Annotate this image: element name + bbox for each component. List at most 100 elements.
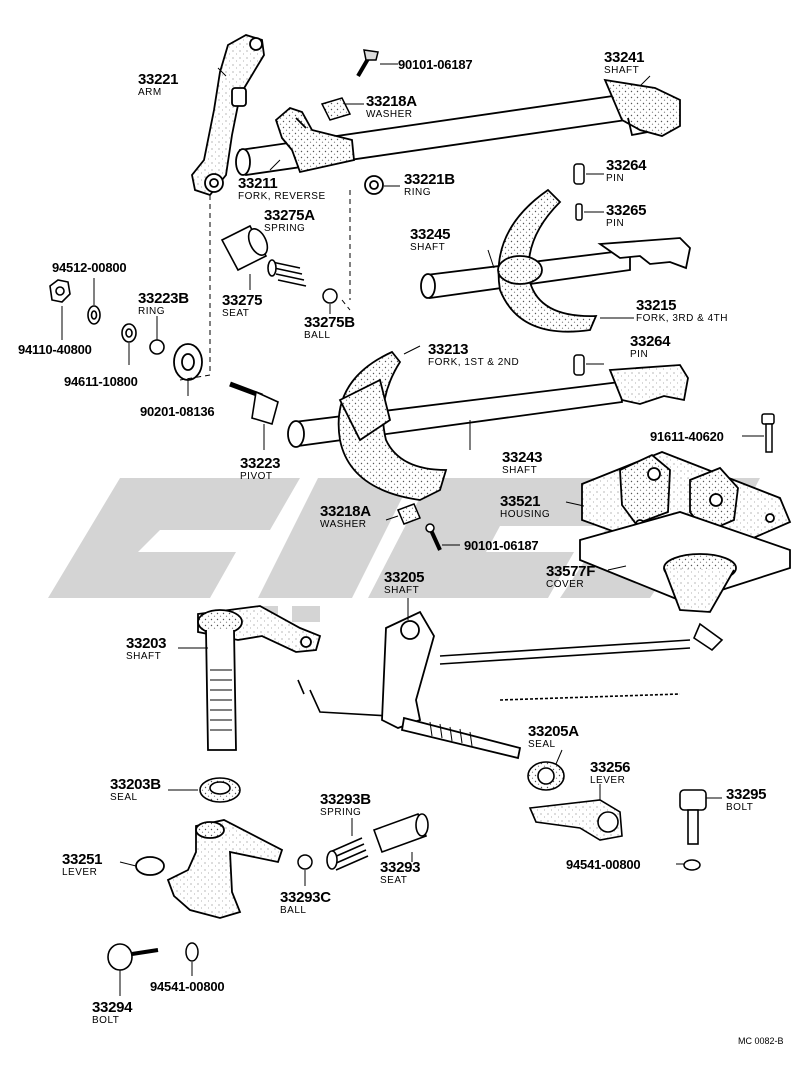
shaft-33205-drawing — [381, 610, 522, 760]
part-label-33245: 33245 SHAFT — [410, 227, 451, 253]
part-label-94541-00800-right: 94541-00800 — [566, 857, 641, 872]
lever-33251-drawing — [135, 819, 284, 919]
spring-33293b-drawing — [326, 837, 369, 871]
part-name: SHAFT — [410, 242, 446, 253]
part-label-33521: 33521 HOUSING — [500, 494, 550, 520]
part-number: 33577F — [546, 563, 596, 580]
fork-reverse-33211-drawing — [274, 106, 355, 174]
part-name: PIN — [606, 173, 625, 184]
part-label-91611-40620: 91611-40620 — [650, 429, 724, 444]
ball-33293c-drawing — [297, 854, 313, 870]
cover-33577f-drawing — [579, 511, 791, 613]
part-number: 33218A — [366, 93, 417, 110]
leader-lines — [61, 63, 764, 996]
part-name: PIVOT — [240, 471, 273, 482]
ring-33223b-drawing — [149, 339, 165, 355]
lever-33256-drawing — [528, 799, 623, 841]
part-label-33577f: 33577F COVER — [546, 564, 595, 590]
nut-94110-drawing — [49, 279, 71, 303]
fork-3rd-4th-33215-drawing — [497, 188, 598, 333]
bolt-91611-drawing — [761, 413, 775, 453]
washer-90201-drawing — [173, 343, 203, 381]
part-label-33221: 33221 ARM — [138, 71, 179, 98]
seal-33203b-drawing — [199, 777, 241, 803]
seal-33205a-drawing — [527, 761, 565, 791]
part-name: LEVER — [62, 867, 98, 878]
seat-33293-drawing — [372, 812, 429, 854]
part-label-90201-08136: 90201-08136 — [140, 404, 215, 419]
part-label-33213: 33213 FORK, 1ST & 2ND — [428, 342, 519, 368]
part-number: 33221B — [404, 171, 455, 188]
part-label-33251: 33251 LEVER — [62, 852, 103, 878]
part-number: 33264 — [630, 333, 671, 350]
part-label-90101-06187-lower: 90101-06187 — [464, 538, 539, 553]
part-number: 33205 — [384, 569, 425, 586]
part-number: 33295 — [726, 786, 767, 803]
part-name: SHAFT — [126, 651, 162, 662]
dashed-assembly-lines — [179, 190, 351, 381]
part-number: 33264 — [606, 157, 647, 174]
part-label-33265: 33265 PIN — [606, 202, 647, 229]
part-label-33211: 33211 FORK, REVERSE — [238, 176, 326, 202]
shift-rod-drawing — [297, 622, 724, 717]
part-label-33264-lower: 33264 PIN — [630, 333, 671, 360]
part-label-33275: 33275 SEAT — [222, 292, 263, 319]
part-label-33203: 33203 SHAFT — [126, 636, 167, 662]
bolt-33295-drawing — [679, 789, 707, 845]
part-name: BOLT — [92, 1015, 120, 1026]
part-name: RING — [404, 187, 431, 198]
part-name: LEVER — [590, 775, 626, 786]
part-label-33293c: 33293C BALL — [280, 890, 331, 916]
part-number: 33205A — [528, 723, 579, 740]
ball-33275b-drawing — [322, 288, 338, 304]
part-name: FORK, 3RD & 4TH — [636, 313, 728, 324]
part-number: 33215 — [636, 297, 677, 314]
washer-94541-lower-drawing — [185, 942, 199, 962]
part-number: 33256 — [590, 759, 631, 776]
fork-1st-2nd-33213-drawing — [337, 350, 448, 501]
part-label-94541-00800-lower: 94541-00800 — [150, 979, 225, 994]
part-number: 33293C — [280, 889, 331, 906]
part-name: SEAL — [110, 792, 138, 803]
part-label-94611-10800: 94611-10800 — [64, 374, 138, 389]
part-number: 33221 — [138, 71, 179, 88]
part-number: 33223 — [240, 455, 281, 472]
part-number: 33293 — [380, 859, 421, 876]
part-label-33205: 33205 SHAFT — [384, 569, 425, 596]
part-number: 33275 — [222, 292, 263, 309]
part-name: HOUSING — [500, 509, 551, 520]
part-label-33215: 33215 FORK, 3RD & 4TH — [636, 298, 728, 324]
part-label-94110-40800: 94110-40800 — [18, 342, 92, 357]
bolt-90101-lower-drawing — [425, 523, 442, 551]
part-number: 33203B — [110, 776, 161, 793]
part-number: 33211 — [238, 175, 278, 192]
part-number: 33265 — [606, 202, 647, 219]
part-name: SHAFT — [384, 585, 420, 596]
part-name: WASHER — [320, 519, 367, 530]
part-name: SHAFT — [604, 65, 640, 76]
part-number: 33275A — [264, 207, 315, 224]
seat-33275-drawing — [220, 224, 269, 272]
figure-code: MC 0082-B — [738, 1036, 784, 1046]
part-name: BALL — [280, 905, 307, 916]
part-label-33218a-lower: 33218A WASHER — [320, 504, 371, 530]
part-name: SPRING — [264, 223, 306, 234]
washer-94512-drawing — [87, 305, 101, 325]
spring-33275a-drawing — [267, 259, 307, 287]
part-name: SPRING — [320, 807, 362, 818]
part-name: SEAL — [528, 739, 556, 750]
part-number: 33275B — [304, 314, 355, 331]
part-name: FORK, REVERSE — [238, 191, 326, 202]
part-number: 33294 — [92, 999, 133, 1016]
part-number: 33243 — [502, 449, 543, 466]
washer-33218a-lower-drawing — [397, 503, 421, 525]
part-name: COVER — [546, 579, 585, 590]
part-name: RING — [138, 306, 165, 317]
part-label-90101-06187-top: 90101-06187 — [398, 57, 473, 72]
bolt-33294-drawing — [107, 943, 159, 971]
ring-33221b-drawing — [364, 175, 384, 195]
part-number: 33223B — [138, 290, 189, 307]
part-number: 33218A — [320, 503, 371, 520]
